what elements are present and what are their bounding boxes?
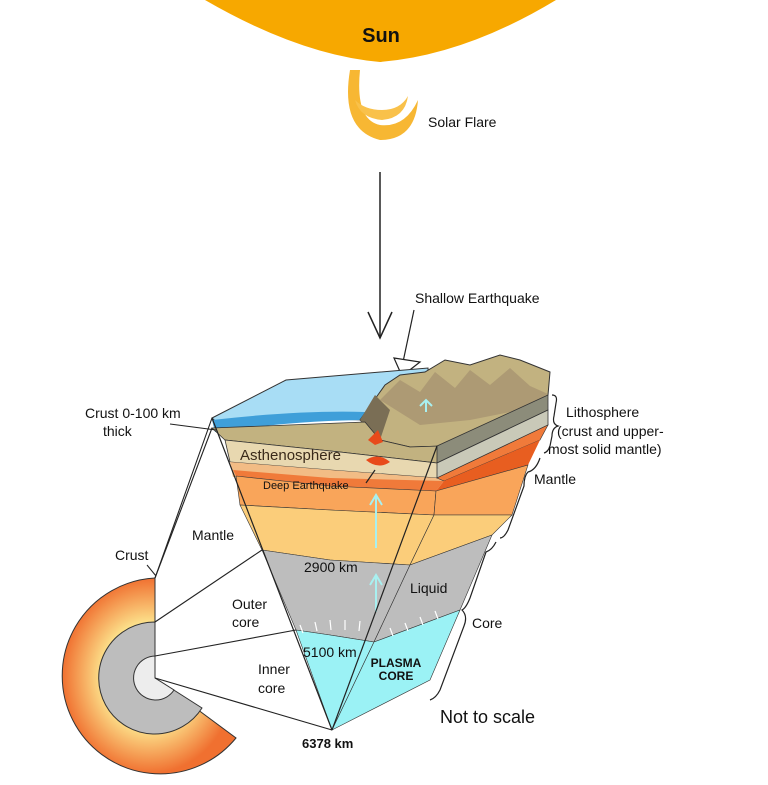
not-to-scale-label: Not to scale xyxy=(440,707,535,727)
earth-cutaway xyxy=(61,577,237,775)
earth-inner-core-section xyxy=(133,655,175,701)
lithosphere-label-line3: most solid mantle) xyxy=(548,441,662,457)
shallow-pointer-line xyxy=(402,309,415,363)
solar-flare: Solar Flare xyxy=(348,70,497,140)
shallow-earthquake-label: Shallow Earthquake xyxy=(415,290,540,306)
crust-pointer xyxy=(146,564,157,577)
flare-arc-1 xyxy=(348,70,418,140)
sun-label: Sun xyxy=(362,25,400,47)
mantle-left-label: Mantle xyxy=(192,527,234,543)
depth-6378-label: 6378 km xyxy=(302,736,353,751)
mantle-bracket xyxy=(499,457,541,539)
lithosphere-label-line1: Lithosphere xyxy=(566,404,639,420)
front-edge xyxy=(331,445,438,731)
left-edge xyxy=(211,417,333,731)
crust-label: Crust xyxy=(115,547,149,563)
deep-earthquake-label: Deep Earthquake xyxy=(263,480,349,492)
crust-thickness-label-line2: thick xyxy=(103,423,133,439)
sun: Sun xyxy=(205,0,556,62)
core-boundary-ticks xyxy=(299,610,439,637)
side-face-layers xyxy=(331,394,549,731)
inner-core-label-line1: Inner xyxy=(258,661,290,677)
upward-arrows xyxy=(369,398,433,612)
arrow-up-core xyxy=(369,573,383,612)
incoming-arrow xyxy=(367,172,393,340)
depth-5100-label: 5100 km xyxy=(303,644,357,660)
liquid-label: Liquid xyxy=(410,580,447,596)
arrow-head xyxy=(367,311,393,340)
transition-layer xyxy=(230,462,444,485)
flare-arc-2 xyxy=(355,96,408,120)
core-bracket xyxy=(429,541,497,701)
projection-lines xyxy=(154,417,333,731)
solar-flare-label: Solar Flare xyxy=(428,114,497,130)
lithosphere-label-line2: (crust and upper- xyxy=(557,423,664,439)
crust-thickness-label-line1: Crust 0-100 km xyxy=(85,405,181,421)
inner-core-label-line2: core xyxy=(258,680,285,696)
arrow-up-mantle xyxy=(369,493,383,548)
mantle-right-label: Mantle xyxy=(534,471,576,487)
arrow-up-crust xyxy=(419,398,433,412)
depth-2900-label: 2900 km xyxy=(304,559,358,575)
outer-core-label-line2: core xyxy=(232,614,259,630)
deep-earthquake-marker xyxy=(365,430,390,484)
sun-disc xyxy=(205,0,556,62)
outer-core-label-line1: Outer xyxy=(232,596,267,612)
asthenosphere-layer xyxy=(233,470,444,491)
plasma-core-label-line2: CORE xyxy=(379,669,414,683)
core-label: Core xyxy=(472,615,503,631)
asthenosphere-label: Asthenosphere xyxy=(240,447,341,464)
plasma-core-label-line1: PLASMA xyxy=(371,656,422,670)
lithosphere-bracket xyxy=(543,394,560,454)
